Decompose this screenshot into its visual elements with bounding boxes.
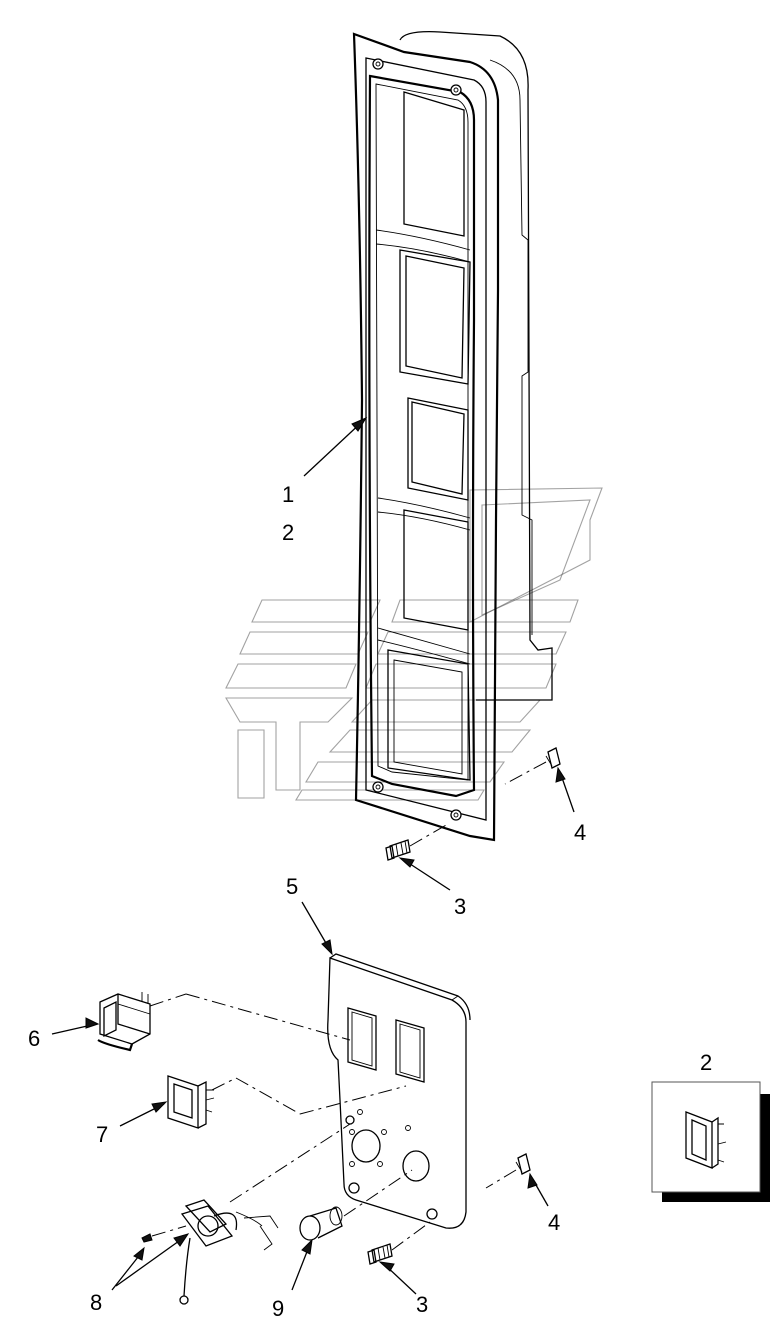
panel-part-5 xyxy=(327,953,471,1229)
socket-part-8 xyxy=(111,1123,351,1305)
detail-box-part-2 xyxy=(651,1081,770,1202)
indicator-part-7 xyxy=(119,1075,407,1129)
callout-9: 9 xyxy=(272,1296,284,1321)
callout-5: 5 xyxy=(286,874,298,899)
callout-3-upper: 3 xyxy=(454,894,466,919)
screw-part-3-lower xyxy=(367,1221,431,1295)
callout-3-lower: 3 xyxy=(416,1292,428,1317)
screw-part-3-upper xyxy=(385,823,451,891)
callout-6: 6 xyxy=(28,1026,40,1051)
callout-7: 7 xyxy=(96,1122,108,1147)
callout-8: 8 xyxy=(90,1290,102,1315)
leader-1 xyxy=(303,416,368,477)
callout-4-lower: 4 xyxy=(548,1210,560,1235)
leader-5 xyxy=(301,901,333,956)
clip-part-4-lower xyxy=(485,1153,549,1207)
callout-4-upper: 4 xyxy=(574,820,586,845)
callout-detail-2: 2 xyxy=(700,1050,712,1075)
callout-1: 1 xyxy=(282,482,294,507)
panel-part-1 xyxy=(352,31,553,842)
lighter-part-9 xyxy=(291,1169,413,1291)
callout-2: 2 xyxy=(282,520,294,545)
clip-part-4-upper xyxy=(504,747,575,813)
rocker-switch-part-6 xyxy=(51,992,351,1052)
